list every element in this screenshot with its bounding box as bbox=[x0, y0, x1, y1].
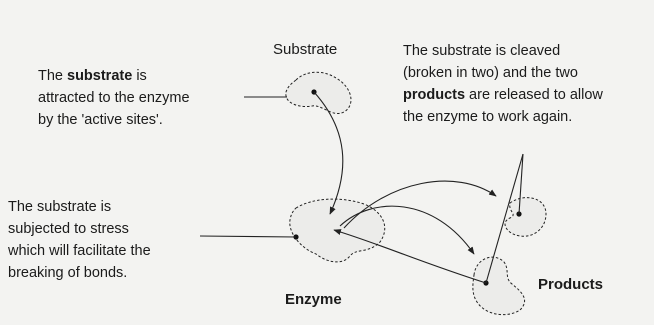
product-shape-upper bbox=[505, 198, 546, 237]
stress-note: The substrate is subjected to stress whi… bbox=[8, 196, 208, 284]
substrate-label: Substrate bbox=[273, 41, 337, 59]
substrate-shape bbox=[286, 72, 351, 113]
attraction-note-text-start: The bbox=[38, 68, 67, 84]
enzyme-label: Enzyme bbox=[285, 291, 342, 309]
product-to-enzyme-arrow bbox=[334, 230, 486, 283]
cleavage-note-text-start: The substrate is cleaved (broken in two)… bbox=[403, 43, 578, 81]
attraction-note: The substrate is attracted to the enzyme… bbox=[38, 65, 248, 131]
product-shape-lower bbox=[473, 257, 525, 315]
attraction-note-bold-term: substrate bbox=[67, 68, 132, 84]
products-label: Products bbox=[538, 276, 603, 294]
cleavage-note-bold-term: products bbox=[403, 87, 465, 103]
stress-leader-line bbox=[200, 236, 296, 237]
cleavage-note: The substrate is cleaved (broken in two)… bbox=[403, 40, 653, 128]
